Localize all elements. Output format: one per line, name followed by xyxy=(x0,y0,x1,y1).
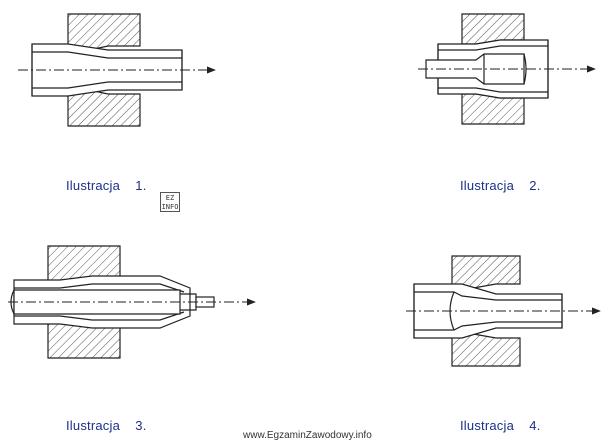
caption-illustration-4: Ilustracja 4. xyxy=(460,418,541,433)
illustration-4 xyxy=(406,255,601,367)
site-footer: www.EgzaminZawodowy.info xyxy=(243,430,372,441)
caption-illustration-1: Ilustracja 1. xyxy=(66,178,147,193)
ez-info-logo: EZ INFO xyxy=(160,192,180,212)
caption-illustration-2: Ilustracja 2. xyxy=(460,178,541,193)
illustration-3 xyxy=(8,245,256,359)
illustration-1 xyxy=(18,13,216,127)
illustration-2 xyxy=(418,13,596,125)
caption-illustration-3: Ilustracja 3. xyxy=(66,418,147,433)
